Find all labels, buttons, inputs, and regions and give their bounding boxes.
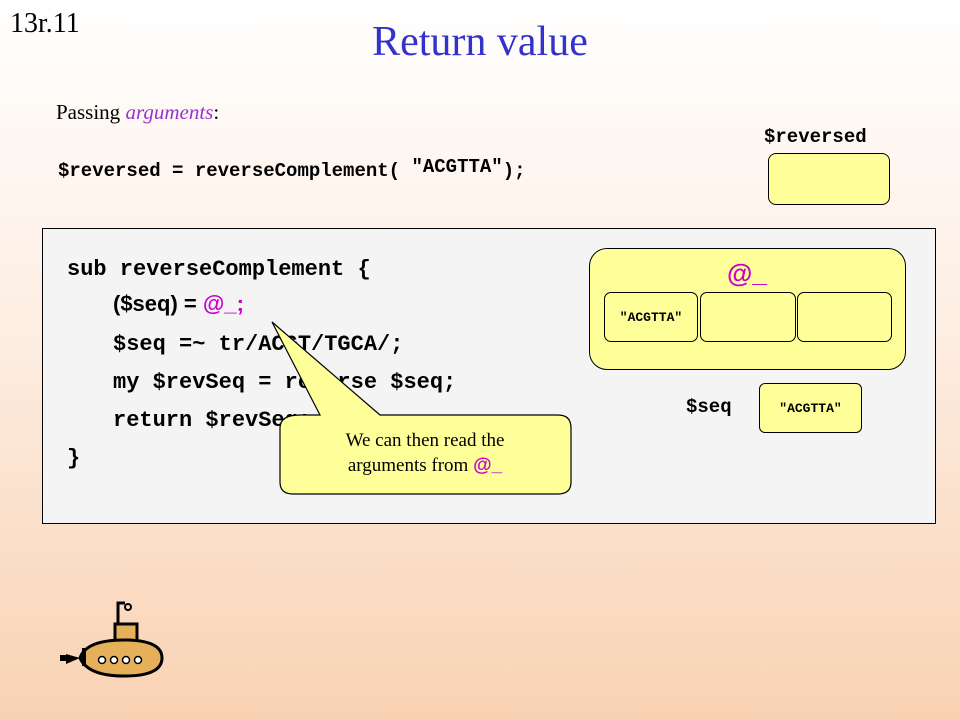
callout-line-1: We can then read the bbox=[345, 430, 505, 451]
code-line-2-array: @_; bbox=[202, 291, 244, 316]
reversed-box bbox=[768, 153, 890, 205]
array-cell-1 bbox=[700, 292, 796, 342]
call-right: ); bbox=[502, 160, 526, 182]
code-line-1: sub reverseComplement { bbox=[67, 257, 371, 282]
call-argument: "ACGTTA" bbox=[411, 156, 503, 178]
code-line-3: $seq =~ tr/ACGT/TGCA/; bbox=[113, 332, 404, 357]
callout-highlight: @_ bbox=[473, 455, 503, 476]
array-cell-0: "ACGTTA" bbox=[604, 292, 698, 342]
submarine-icon bbox=[60, 601, 164, 678]
seq-box: "ACGTTA" bbox=[759, 383, 862, 433]
array-label: @_ bbox=[727, 258, 767, 288]
seq-label: $seq bbox=[686, 396, 732, 418]
call-left: $reversed = reverseComplement( bbox=[58, 160, 412, 182]
intro-prefix: Passing bbox=[56, 100, 126, 124]
callout-text: We can then read the arguments from @_ bbox=[288, 428, 562, 478]
code-line-2: ($seq) = @_; bbox=[113, 291, 244, 317]
intro-emphasis: arguments bbox=[125, 100, 214, 124]
slide-number: 13r.11 bbox=[10, 8, 80, 39]
callout-line-2: arguments from bbox=[347, 455, 474, 476]
slide-title: Return value bbox=[372, 19, 588, 65]
code-line-6: } bbox=[67, 446, 81, 471]
intro-suffix: : bbox=[213, 100, 220, 124]
code-line-2-prefix: ($seq) = bbox=[113, 291, 203, 316]
reversed-label: $reversed bbox=[764, 126, 867, 148]
array-cell-2 bbox=[797, 292, 892, 342]
intro-text: Passing arguments: bbox=[56, 100, 219, 125]
call-line: $reversed = reverseComplement( "ACGTTA")… bbox=[58, 156, 526, 182]
